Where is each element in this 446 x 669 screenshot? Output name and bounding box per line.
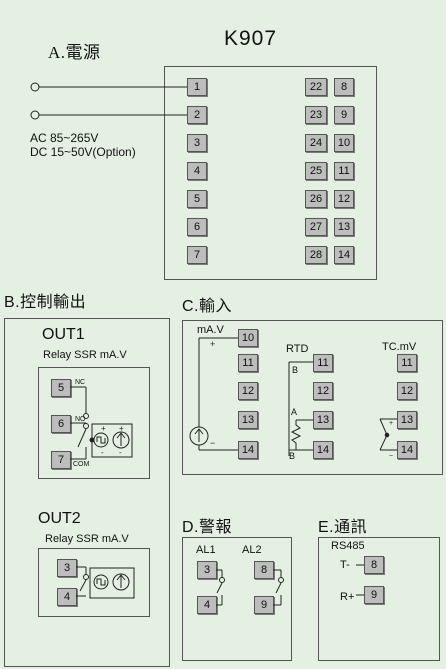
rtd-b-top: B <box>292 365 299 375</box>
out1-types: Relay SSR mA.V <box>43 349 127 361</box>
input-tc-terminal-11: 11 <box>397 354 417 372</box>
power-lead-1-terminal-icon <box>30 82 40 92</box>
input-tc-terminal-14: 14 <box>397 441 417 459</box>
no-label: NO <box>75 416 86 423</box>
terminal-5: 5 <box>187 190 207 208</box>
alarm-title: D.警報 <box>182 519 233 536</box>
input-mav-terminal-11: 11 <box>238 354 258 372</box>
terminal-27: 27 <box>305 218 327 236</box>
terminal-24: 24 <box>305 134 327 152</box>
terminal-6: 6 <box>187 218 207 236</box>
alarm-terminal-9: 9 <box>254 596 274 614</box>
rtd-label: RTD <box>286 343 309 355</box>
input-mav-terminal-12: 12 <box>238 382 258 400</box>
out1-label: OUT1 <box>42 326 85 343</box>
t-minus-label: T- <box>340 559 350 571</box>
terminal-8: 8 <box>334 78 354 96</box>
out2-terminal-4: 4 <box>57 588 77 606</box>
com-label: COM <box>73 461 90 468</box>
power-spec-ac: AC 85~265V <box>30 131 99 145</box>
control-output-box <box>4 318 170 667</box>
out1-terminal-6: 6 <box>51 415 71 433</box>
power-title: A.電源 <box>48 43 101 62</box>
terminal-12: 12 <box>334 190 354 208</box>
terminal-7: 7 <box>187 246 207 264</box>
nc-label: NC <box>75 379 86 386</box>
input-tc-terminal-12: 12 <box>397 382 417 400</box>
tc-label: TC.mV <box>382 341 417 353</box>
terminal-4: 4 <box>187 162 207 180</box>
al2-label: AL2 <box>242 544 262 556</box>
terminal-28: 28 <box>305 246 327 264</box>
terminal-23: 23 <box>305 106 327 124</box>
main-terminal-block <box>164 66 377 280</box>
comm-terminal-8: 8 <box>364 556 384 574</box>
alarm-box <box>182 537 292 661</box>
terminal-9: 9 <box>334 106 354 124</box>
al1-label: AL1 <box>196 544 216 556</box>
input-rtd-terminal-11: 11 <box>313 354 333 372</box>
input-rtd-terminal-14: 14 <box>313 441 333 459</box>
alarm-terminal-8: 8 <box>254 561 274 579</box>
input-mav-terminal-10: 10 <box>238 329 258 347</box>
input-title: C.輸入 <box>182 298 233 315</box>
input-mav-terminal-14: 14 <box>238 441 258 459</box>
power-lead-2-terminal-icon <box>30 110 40 120</box>
input-box <box>182 320 443 475</box>
terminal-1: 1 <box>187 78 207 96</box>
r-plus-label: R+ <box>340 591 355 603</box>
out2-terminal-3: 3 <box>57 559 77 577</box>
control-output-title: B.控制輸出 <box>4 294 87 311</box>
terminal-25: 25 <box>305 162 327 180</box>
terminal-2: 2 <box>187 106 207 124</box>
out2-box <box>38 548 150 617</box>
rs485-label: RS485 <box>331 540 365 552</box>
out1-terminal-5: 5 <box>51 379 71 397</box>
terminal-3: 3 <box>187 134 207 152</box>
terminal-10: 10 <box>334 134 354 152</box>
rtd-a: A <box>291 407 298 417</box>
terminal-22: 22 <box>305 78 327 96</box>
power-spec-dc: DC 15~50V(Option) <box>30 145 136 159</box>
out2-types: Relay SSR mA.V <box>45 533 129 545</box>
alarm-terminal-3: 3 <box>197 561 217 579</box>
terminal-11: 11 <box>334 162 354 180</box>
model-name: K907 <box>224 27 278 50</box>
mav-label: mA.V <box>197 324 224 336</box>
out1-terminal-7: 7 <box>51 451 71 469</box>
out2-label: OUT2 <box>38 510 81 527</box>
comm-terminal-9: 9 <box>364 586 384 604</box>
terminal-26: 26 <box>305 190 327 208</box>
out1-box <box>38 367 150 479</box>
input-mav-terminal-13: 13 <box>238 411 258 429</box>
rtd-b-bottom: B <box>289 451 296 461</box>
comm-title: E.通訊 <box>318 519 368 536</box>
terminal-13: 13 <box>334 218 354 236</box>
comm-box <box>318 537 440 661</box>
input-rtd-terminal-13: 13 <box>313 411 333 429</box>
input-tc-terminal-13: 13 <box>397 411 417 429</box>
terminal-14: 14 <box>334 246 354 264</box>
input-rtd-terminal-12: 12 <box>313 382 333 400</box>
alarm-terminal-4: 4 <box>197 596 217 614</box>
